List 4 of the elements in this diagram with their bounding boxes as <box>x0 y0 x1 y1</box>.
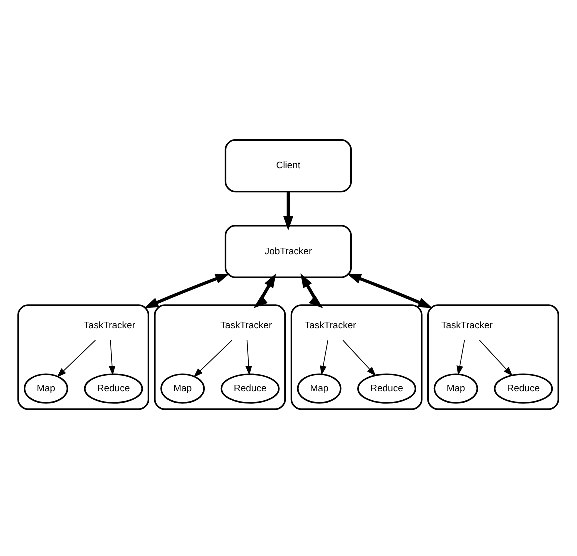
node-text: TaskTracker <box>442 320 493 332</box>
node-text: TaskTracker <box>84 320 136 332</box>
node-text: TaskTracker <box>304 320 356 332</box>
node-text: TaskTracker <box>220 320 272 332</box>
